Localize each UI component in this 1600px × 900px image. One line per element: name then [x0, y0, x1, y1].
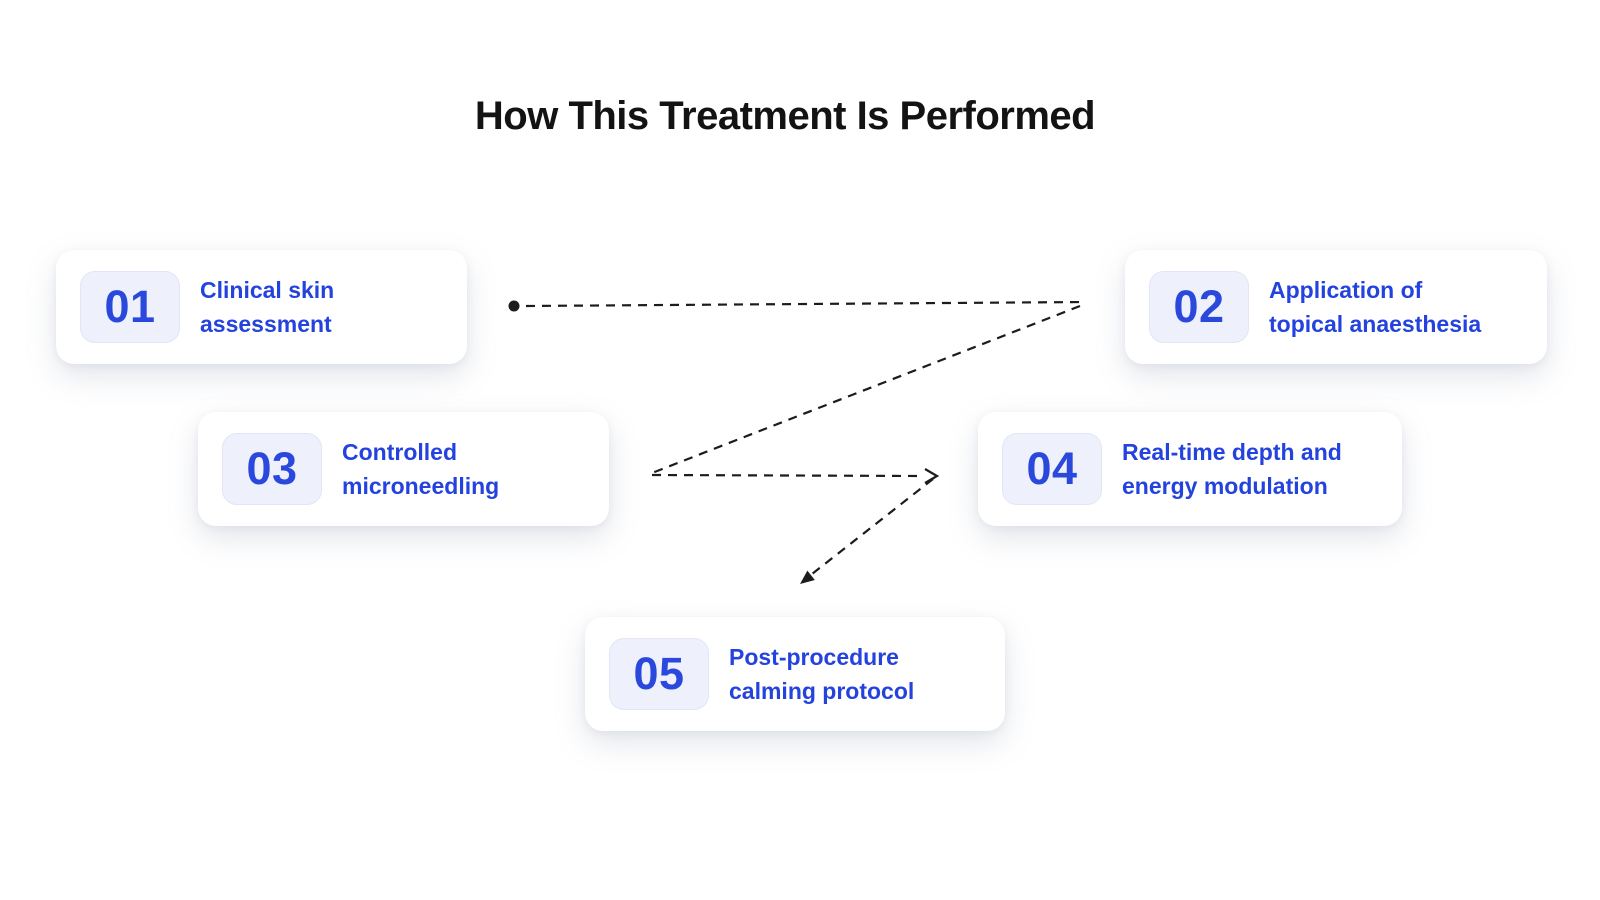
step-label-line: Real-time depth and	[1122, 439, 1342, 465]
step-label: Controlled microneedling	[342, 435, 499, 503]
step-label-line: Clinical skin	[200, 277, 335, 303]
step-label-line: Controlled	[342, 439, 457, 465]
connector-04-05	[811, 478, 934, 575]
step-number-badge: 01	[80, 271, 180, 343]
step-label-line: microneedling	[342, 473, 500, 499]
connector-03-04	[651, 473, 925, 478]
step-number-badge: 04	[1002, 433, 1102, 505]
step-card-04: 04 Real-time depth and energy modulation	[978, 412, 1402, 526]
step-number-badge: 02	[1149, 271, 1249, 343]
step-label: Post-procedure calming protocol	[729, 640, 914, 708]
step-card-03: 03 Controlled microneedling	[198, 412, 609, 526]
step-label: Real-time depth and energy modulation	[1122, 435, 1342, 503]
step-card-02: 02 Application of topical anaesthesia	[1125, 250, 1547, 364]
step-label-line: Post-procedure	[729, 644, 899, 670]
arrowhead-03-04-icon	[924, 468, 940, 484]
step-number-badge: 05	[609, 638, 709, 710]
step-label-line: energy modulation	[1122, 473, 1328, 499]
step-label-line: calming protocol	[729, 678, 915, 704]
step-card-01: 01 Clinical skin assessment	[56, 250, 467, 364]
step-label: Clinical skin assessment	[200, 273, 334, 341]
step-label-line: Application of	[1269, 277, 1423, 303]
step-number-badge: 03	[222, 433, 322, 505]
page-title: How This Treatment Is Performed	[474, 94, 1096, 138]
step-label: Application of topical anaesthesia	[1269, 273, 1481, 341]
step-label-line: topical anaesthesia	[1269, 311, 1482, 337]
step-label-line: assessment	[200, 311, 332, 337]
connector-start-dot	[508, 300, 520, 312]
arrowhead-04-05-icon	[800, 570, 815, 584]
step-card-05: 05 Post-procedure calming protocol	[585, 617, 1005, 731]
connector-01-02	[525, 300, 1087, 308]
